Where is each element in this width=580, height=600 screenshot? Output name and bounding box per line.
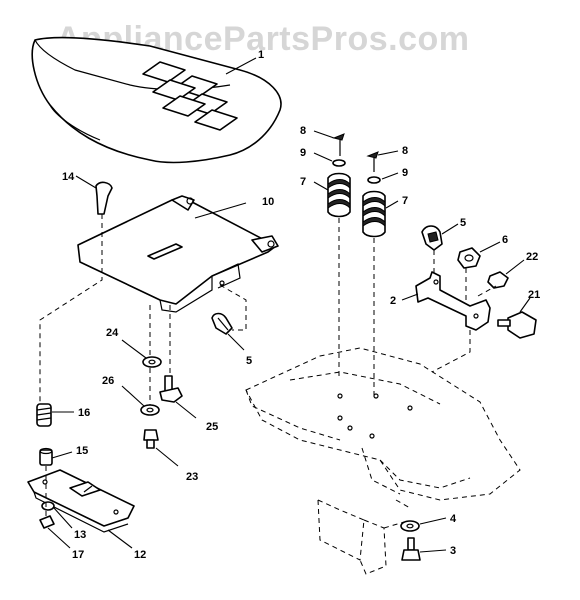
callout-16: 16	[78, 407, 90, 419]
knob-part-21	[497, 311, 537, 339]
leader-8b	[377, 150, 399, 156]
leader-10	[194, 202, 247, 219]
leader-12	[107, 529, 133, 549]
bolt-part-23	[143, 429, 159, 449]
leader-5b	[227, 333, 245, 351]
knob-part-14	[95, 181, 113, 215]
callout-2: 2	[390, 295, 396, 307]
leader-6	[479, 241, 501, 253]
seat-pan	[77, 195, 279, 313]
stud-part-25	[159, 375, 183, 403]
leader-8a	[313, 130, 335, 139]
dash-bracket-3	[431, 330, 471, 373]
bushing-part-15	[39, 447, 53, 466]
callout-3: 3	[450, 545, 456, 557]
leader-13	[53, 507, 73, 529]
callout-25: 25	[206, 421, 218, 433]
callout-4: 4	[450, 513, 457, 525]
leader-24	[121, 339, 147, 359]
callout-1: 1	[258, 49, 264, 61]
leader-9a	[313, 152, 333, 162]
callout-8-right: 8	[402, 145, 408, 157]
callout-22: 22	[526, 251, 538, 263]
callout-5-upper: 5	[460, 217, 466, 229]
callout-12: 12	[134, 549, 146, 561]
leader-7a	[313, 181, 329, 191]
dash-line-left	[39, 214, 103, 420]
callout-24: 24	[106, 327, 119, 339]
washer-part-26	[140, 404, 160, 416]
callout-14: 14	[62, 171, 75, 183]
spring-part-7-right	[362, 190, 386, 238]
callout-17: 17	[72, 549, 84, 561]
clip-part-5-lower	[211, 312, 233, 335]
callout-15: 15	[76, 445, 88, 457]
callout-13: 13	[74, 529, 86, 541]
seat-cushion-pads	[142, 61, 238, 131]
clip-part-5-upper	[421, 225, 443, 251]
leader-2	[401, 293, 419, 301]
spring-part-7-left	[327, 172, 351, 218]
callout-8-left: 8	[300, 125, 306, 137]
leader-3	[419, 549, 447, 553]
nut-part-6	[457, 247, 481, 269]
leader-26	[121, 385, 145, 407]
slide-rail-part-12	[27, 469, 135, 533]
bracket-part-2	[415, 271, 491, 331]
bolt-part-3	[401, 537, 421, 561]
leader-21	[519, 297, 531, 313]
nut-part-17	[39, 515, 55, 529]
spring-part-16	[36, 403, 52, 427]
seat	[31, 36, 282, 164]
callout-7-left: 7	[300, 176, 306, 188]
leader-9b	[381, 172, 399, 180]
callout-26: 26	[102, 375, 114, 387]
leader-25	[175, 401, 197, 419]
lower-mount	[317, 499, 411, 575]
dash-line-right	[219, 284, 247, 331]
nut-part-22	[487, 271, 509, 289]
leader-23	[155, 447, 179, 467]
washer-part-13	[41, 501, 55, 511]
callout-9-right: 9	[402, 167, 408, 179]
washer-part-4	[400, 520, 420, 532]
callout-5-lower: 5	[246, 355, 252, 367]
bolt-part-8-right	[366, 151, 379, 172]
washer-part-9-left	[332, 159, 346, 167]
callout-23: 23	[186, 471, 198, 483]
bolt-part-8-left	[332, 133, 345, 156]
callout-9-left: 9	[300, 147, 306, 159]
callout-10: 10	[262, 196, 274, 208]
leader-7b	[385, 200, 399, 209]
washer-part-9-right	[367, 176, 381, 184]
leader-4	[419, 517, 447, 525]
washer-part-24	[142, 356, 162, 368]
leader-14	[75, 175, 97, 189]
leader-5a	[441, 223, 459, 235]
callout-6: 6	[502, 234, 508, 246]
dash-bracket-4	[477, 285, 497, 297]
leader-15	[51, 451, 73, 459]
callout-21: 21	[528, 289, 540, 301]
leader-22	[505, 259, 525, 275]
leader-1	[225, 57, 257, 75]
leader-17	[47, 527, 71, 549]
callout-7-right: 7	[402, 195, 408, 207]
fender-chassis	[245, 347, 521, 501]
